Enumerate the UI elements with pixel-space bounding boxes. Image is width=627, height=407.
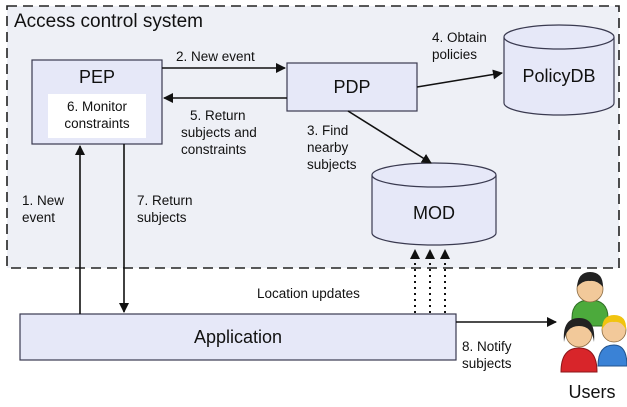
pep-monitor-line1: 6. Monitor (67, 99, 128, 114)
label-location-updates: Location updates (257, 286, 360, 301)
label-new-event-1-line2: event (22, 210, 55, 225)
label-notify-subjects-2: subjects (462, 356, 512, 371)
application-label: Application (194, 327, 282, 347)
label-return-constraints-2: subjects and (181, 125, 257, 140)
system-label: Access control system (14, 11, 203, 32)
label-new-event-2: 2. New event (176, 49, 255, 64)
label-obtain-policies-2: policies (432, 47, 477, 62)
pdp-label: PDP (333, 77, 370, 97)
policydb-cylinder (503, 24, 615, 116)
mod-cylinder (371, 162, 497, 246)
mod-label: MOD (413, 203, 455, 223)
label-find-nearby-1: 3. Find (307, 123, 348, 138)
label-return-constraints-3: constraints (181, 142, 247, 157)
users-label: Users (568, 382, 615, 402)
pdp-box (286, 62, 418, 112)
label-return-subjects-1: 7. Return (137, 193, 193, 208)
users-icon (560, 272, 627, 373)
label-notify-subjects-1: 8. Notify (462, 339, 512, 354)
pep-monitor-box (48, 94, 146, 138)
policydb-label: PolicyDB (522, 66, 595, 86)
label-new-event-1-line1: 1. New (22, 193, 64, 208)
arrow-pdp-to-policydb (416, 69, 503, 88)
label-find-nearby-3: subjects (307, 157, 357, 172)
label-obtain-policies-1: 4. Obtain (432, 30, 487, 45)
application-box (19, 313, 457, 361)
label-return-subjects-2: subjects (137, 210, 187, 225)
pep-monitor-line2: constraints (64, 116, 130, 131)
pep-label: PEP (79, 67, 115, 87)
arrow-pdp-to-mod (347, 110, 432, 164)
label-return-constraints-1: 5. Return (190, 108, 246, 123)
label-find-nearby-2: nearby (307, 140, 349, 155)
